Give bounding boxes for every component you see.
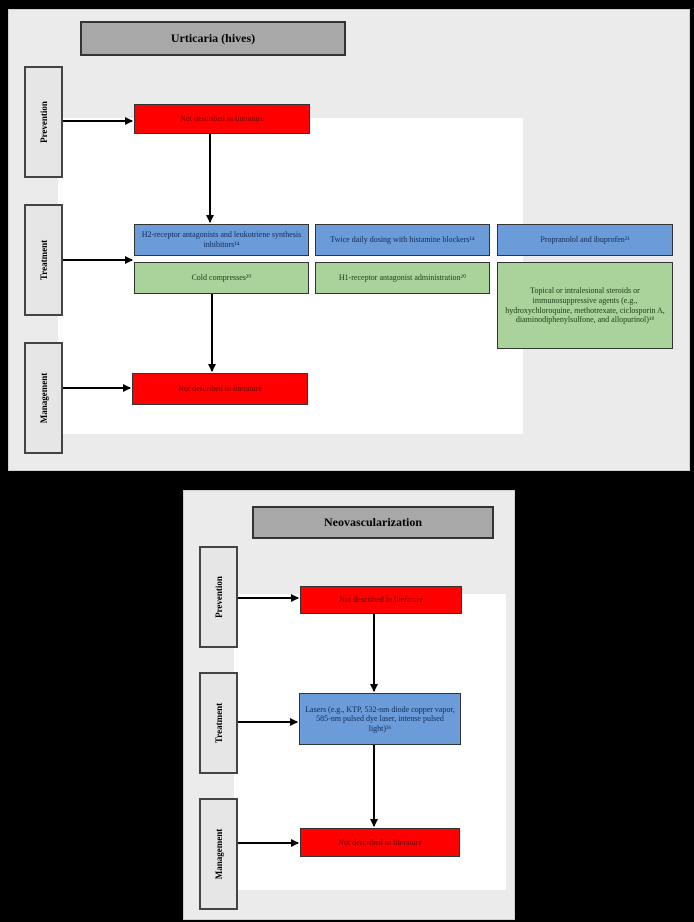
urticaria-treatment-propranolol-box: Propranolol and ibuprofen²¹ bbox=[497, 224, 673, 256]
urticaria-prevention-box: Not described in literature bbox=[134, 104, 310, 134]
neovascularization-prevention-box: Not described in literature bbox=[300, 586, 462, 614]
urticaria-title: Urticaria (hives) bbox=[80, 21, 346, 56]
urticaria-management-box: Not described in literature bbox=[132, 373, 308, 405]
neovascularization-treatment-box: Lasers (e.g., KTP, 532-nm diode copper v… bbox=[299, 693, 461, 745]
urticaria-treatment-h1-box: H1-receptor antagonist administration²⁰ bbox=[315, 262, 490, 294]
urticaria-treatment-twice-daily-box: Twice daily dosing with histamine blocke… bbox=[315, 224, 490, 256]
neovascularization-prevention-label: Prevention bbox=[199, 546, 238, 648]
urticaria-prevention-label: Prevention bbox=[24, 66, 63, 178]
urticaria-treatment-cold-compress-box: Cold compresses²⁰ bbox=[134, 262, 309, 294]
urticaria-treatment-h2-box: H2-receptor antagonists and leukotriene … bbox=[134, 224, 309, 256]
urticaria-treatment-label: Treatment bbox=[24, 204, 63, 316]
urticaria-management-label: Management bbox=[24, 342, 63, 454]
neovascularization-management-label: Management bbox=[199, 798, 238, 910]
urticaria-treatment-steroids-box: Topical or intralesional steroids or imm… bbox=[497, 262, 673, 349]
neovascularization-treatment-label: Treatment bbox=[199, 672, 238, 774]
neovascularization-title: Neovascularization bbox=[252, 506, 494, 539]
neovascularization-management-box: Not described in literature bbox=[300, 828, 460, 857]
